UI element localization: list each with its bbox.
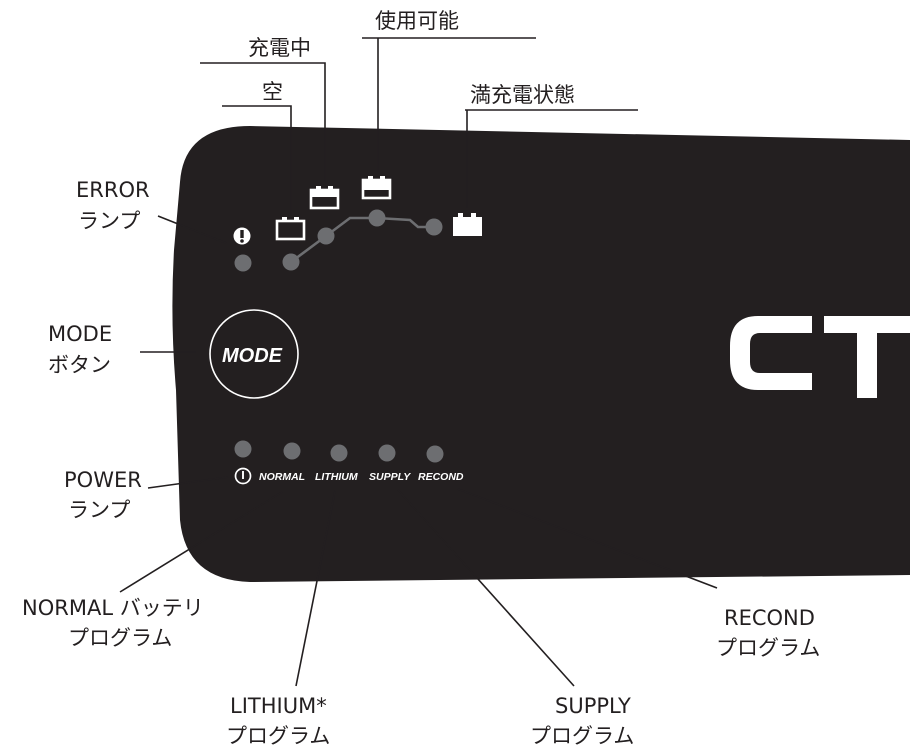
label-supply-line1: SUPPLY	[555, 694, 631, 718]
label-power-line2: ランプ	[68, 498, 130, 522]
error-icon	[233, 227, 251, 245]
callout-line-power	[147, 476, 229, 489]
label-recond-line2: プログラム	[716, 636, 820, 660]
label-supply-line2: プログラム	[530, 724, 634, 748]
ctek-logo	[730, 316, 910, 398]
battery-empty-icon	[275, 217, 306, 241]
charge-led-4	[425, 218, 443, 236]
label-recond-line1: RECOND	[724, 606, 815, 630]
label-power-line1: POWER	[64, 468, 142, 492]
supply-program-led	[378, 444, 396, 462]
callout-line-error	[157, 215, 227, 244]
label-error-line1: ERROR	[76, 178, 150, 202]
charge-led-1	[282, 253, 300, 271]
recond-program-led	[426, 445, 444, 463]
panel-label-recond: RECOND	[418, 471, 464, 483]
battery-ready-icon	[361, 176, 392, 200]
charge-led-2	[317, 227, 335, 245]
label-normal-line1: NORMAL バッテリ	[22, 596, 204, 620]
label-charging: 充電中	[248, 36, 311, 60]
label-normal-line2: プログラム	[68, 626, 172, 650]
logo-letter-c	[730, 316, 812, 390]
label-lithium-line1: LITHIUM*	[230, 694, 327, 718]
label-full: 満充電状態	[470, 83, 575, 107]
label-error-line2: ランプ	[78, 209, 140, 233]
callout-line-supply	[397, 489, 575, 687]
mode-button-text: MODE	[222, 345, 283, 367]
callout-line-recond	[457, 488, 718, 589]
panel-label-normal: NORMAL	[259, 471, 305, 483]
panel-label-lithium: LITHIUM	[315, 471, 358, 483]
logo-letter-t	[824, 316, 910, 398]
callout-line-charging	[200, 62, 326, 182]
power-led	[234, 440, 252, 458]
normal-program-led	[283, 442, 301, 460]
panel-label-supply: SUPPLY	[369, 471, 411, 483]
label-mode-line1: MODE	[48, 322, 112, 346]
mode-button[interactable]: MODE	[209, 309, 299, 399]
label-lithium-line2: プログラム	[226, 724, 330, 748]
callout-line-normal	[119, 491, 283, 593]
error-led	[234, 254, 252, 272]
power-icon	[234, 467, 252, 485]
label-mode-line2: ボタン	[48, 353, 111, 377]
label-empty: 空	[262, 80, 283, 104]
callout-line-lithium	[295, 490, 336, 687]
device-panel	[172, 126, 910, 582]
lithium-program-led	[330, 444, 348, 462]
callout-line-empty	[222, 105, 292, 215]
charge-led-3	[368, 209, 386, 227]
battery-charging-icon	[309, 186, 340, 210]
label-ready: 使用可能	[375, 9, 459, 33]
battery-full-icon	[453, 213, 482, 236]
